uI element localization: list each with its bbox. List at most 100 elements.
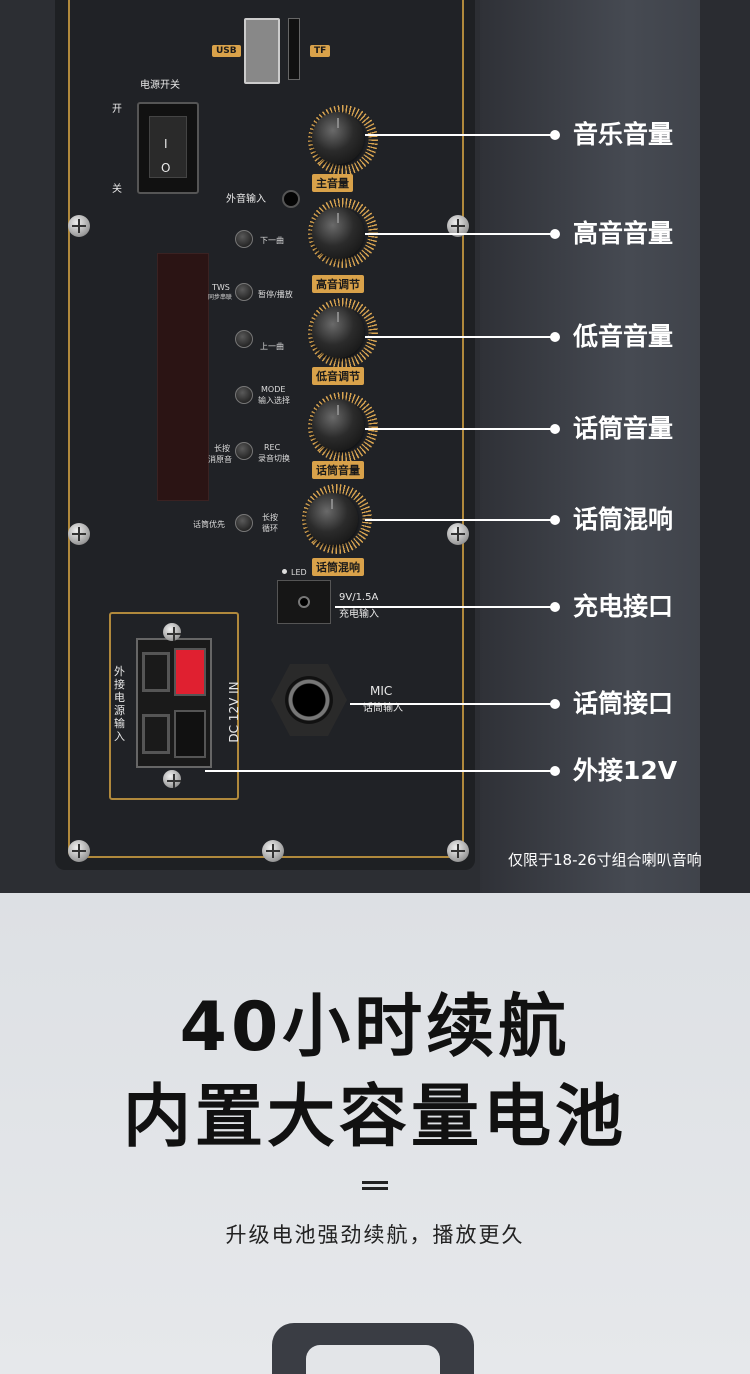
callout-line <box>365 519 555 521</box>
callout-dot <box>550 602 560 612</box>
callout-line <box>350 703 555 705</box>
charge-port[interactable] <box>277 580 331 624</box>
handle-grip-hole <box>306 1345 440 1374</box>
cabinet-edge <box>700 0 750 893</box>
rec-sub-label: 录音切换 <box>258 454 290 463</box>
callout-bass: 低音音量 <box>573 322 674 351</box>
screw <box>68 215 90 237</box>
tws-sub-label: 同步串联 <box>208 294 233 301</box>
callout-dot <box>550 130 560 140</box>
charge-spec: 9V/1.5A <box>339 592 379 603</box>
switch-on-label: 开 <box>112 104 122 115</box>
dc-label-wrap: DC 12V IN <box>226 660 241 770</box>
led-label: LED <box>291 568 307 577</box>
product-photo-top: USB TF 电源开关 开 关 I O 外音输入 主音量 高音调节 低音调节 话… <box>0 0 750 893</box>
switch-mark-off: O <box>161 161 171 175</box>
callout-dot <box>550 699 560 709</box>
callout-dot <box>550 424 560 434</box>
screw <box>68 840 90 862</box>
aux-in-label: 外音输入 <box>226 194 266 205</box>
negative-terminal[interactable] <box>174 710 206 758</box>
callout-dot <box>550 229 560 239</box>
callout-mic-volume: 话筒音量 <box>573 414 674 443</box>
callout-dot <box>550 515 560 525</box>
terminal-block <box>136 638 212 768</box>
screw <box>163 623 181 641</box>
rec-label: REC <box>264 443 281 452</box>
knob-label-mic-echo: 话筒混响 <box>312 558 364 576</box>
callout-mic-port: 话筒接口 <box>573 689 674 718</box>
led-indicator <box>282 569 287 574</box>
headline-battery-life: 40小时续航 <box>179 988 571 1067</box>
dc-label: DC 12V IN <box>227 681 241 743</box>
screw <box>447 215 469 237</box>
callout-dot <box>550 766 560 776</box>
power-switch[interactable]: I O <box>137 102 199 194</box>
callout-dot <box>550 332 560 342</box>
knob-label-treble: 高音调节 <box>312 275 364 293</box>
callout-music-volume: 音乐音量 <box>573 120 674 149</box>
mic-jack[interactable] <box>285 676 333 724</box>
tf-label: TF <box>310 45 331 57</box>
mode-button[interactable] <box>235 386 253 404</box>
long-press-label: 长按 <box>214 444 230 453</box>
play-pause-button[interactable] <box>235 283 253 301</box>
knob-label-master: 主音量 <box>312 174 353 192</box>
callout-line <box>205 770 555 772</box>
usb-port[interactable] <box>244 18 280 84</box>
callout-mic-echo: 话筒混响 <box>573 505 674 534</box>
callout-ext-12v: 外接12V <box>573 756 678 785</box>
usb-label: USB <box>212 45 241 57</box>
aux-in-jack[interactable] <box>282 190 300 208</box>
mic-label: MIC <box>370 684 393 698</box>
knob-label-mic-volume: 话筒音量 <box>312 461 364 479</box>
loop-button[interactable] <box>235 514 253 532</box>
mode-sub-label: 输入选择 <box>258 396 290 405</box>
next-button[interactable] <box>235 230 253 248</box>
prev-label: 上一曲 <box>260 342 284 351</box>
screw <box>447 840 469 862</box>
switch-mark-on: I <box>164 137 168 151</box>
bass-knob[interactable] <box>312 306 364 358</box>
play-pause-label: 暂停/播放 <box>258 290 293 299</box>
ext-power-label: 外接电源输入 <box>114 665 125 743</box>
loop-label: 循环 <box>262 524 278 533</box>
mic-volume-knob[interactable] <box>312 399 364 451</box>
treble-knob[interactable] <box>312 207 364 259</box>
screw <box>163 770 181 788</box>
mic-in-label: 话筒输入 <box>363 703 403 714</box>
callout-line <box>365 336 555 338</box>
size-note: 仅限于18-26寸组合喇叭音响 <box>508 851 702 869</box>
ext-power-box <box>109 612 239 800</box>
mic-priority-label: 话筒优先 <box>193 520 225 529</box>
led-display <box>157 253 209 501</box>
mode-label: MODE <box>261 385 286 394</box>
callout-treble: 高音音量 <box>573 219 674 248</box>
callout-line <box>335 606 555 608</box>
long-press-label-2: 长按 <box>262 513 278 522</box>
screw <box>447 523 469 545</box>
screw <box>262 840 284 862</box>
positive-terminal[interactable] <box>174 648 206 696</box>
callout-line <box>365 134 555 136</box>
power-switch-label: 电源开关 <box>140 80 180 91</box>
callout-line <box>365 428 555 430</box>
tf-slot[interactable] <box>288 18 300 80</box>
switch-off-label: 关 <box>112 184 122 195</box>
subline: 升级电池强劲续航，播放更久 <box>225 1223 525 1247</box>
mic-echo-knob[interactable] <box>306 493 358 545</box>
echo-cancel-label: 消原音 <box>208 455 232 464</box>
knob-label-bass: 低音调节 <box>312 367 364 385</box>
callout-line <box>365 233 555 235</box>
master-volume-knob[interactable] <box>312 112 364 164</box>
rec-button[interactable] <box>235 442 253 460</box>
next-label: 下一曲 <box>260 236 284 245</box>
equals-icon <box>362 1181 388 1195</box>
screw <box>68 523 90 545</box>
charge-in-label: 充电输入 <box>339 609 379 620</box>
tws-label: TWS <box>212 283 230 292</box>
battery-section: 40小时续航 内置大容量电池 升级电池强劲续航，播放更久 <box>0 893 750 1374</box>
prev-button[interactable] <box>235 330 253 348</box>
headline-built-in-battery: 内置大容量电池 <box>122 1078 627 1157</box>
callout-charge-port: 充电接口 <box>573 592 674 621</box>
